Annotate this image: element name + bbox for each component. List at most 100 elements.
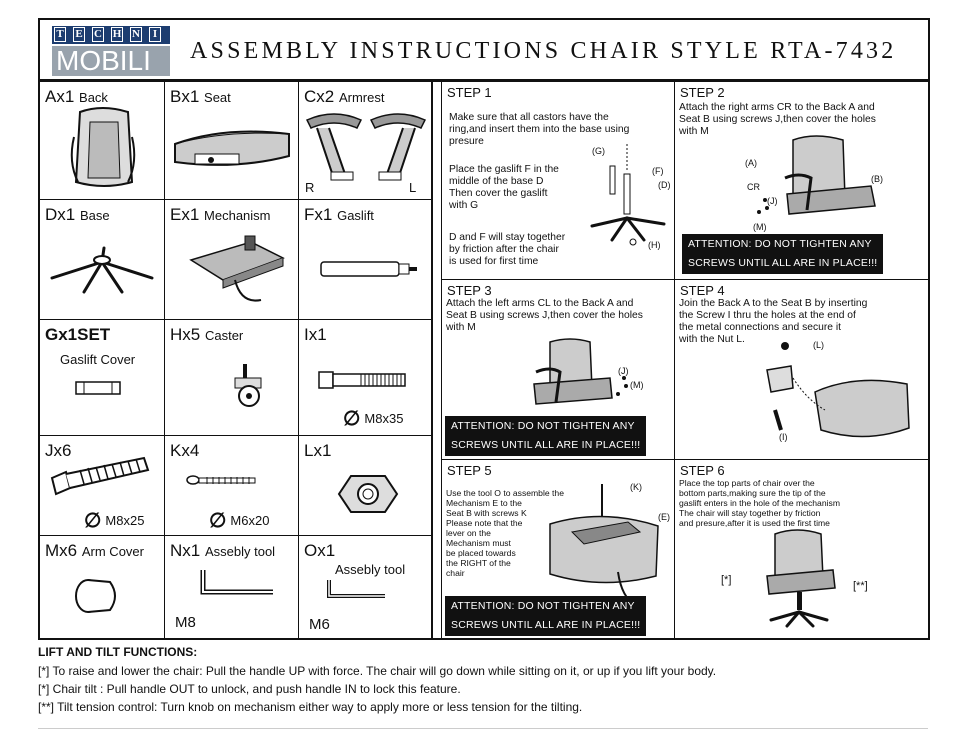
part-name: Gaslift bbox=[337, 208, 374, 223]
arm-cover-illustration bbox=[75, 579, 116, 613]
step-1-text-castors: Make sure that all castors have the ring… bbox=[449, 112, 630, 147]
tool-n-size: M8 bbox=[175, 614, 196, 631]
callout-lift: [*] bbox=[721, 574, 732, 586]
logo-letter: E bbox=[73, 27, 85, 42]
callout-j: (J) bbox=[767, 196, 778, 206]
step-3-warning: ATTENTION: DO NOT TIGHTEN ANY SCREWS UNT… bbox=[445, 416, 647, 456]
step-3-text: Attach the left arms CL to the Back A an… bbox=[446, 298, 643, 333]
step-1-text-gaslift: Place the gaslift F in the middle of the… bbox=[449, 164, 559, 211]
part-name: Assebly tool bbox=[204, 544, 276, 559]
caster-illustration bbox=[234, 364, 262, 407]
part-screw-k: Kx4 ∅M6x20 bbox=[165, 436, 299, 536]
armrest-left-label: L bbox=[409, 180, 417, 195]
step-6-text: Place the top parts of chair over the bo… bbox=[679, 478, 840, 528]
page-title: ASSEMBLY INSTRUCTIONS CHAIR STYLE RTA-74… bbox=[190, 38, 897, 64]
step-title: STEP 4 bbox=[680, 283, 725, 298]
part-name: Caster bbox=[204, 328, 244, 343]
armrest-illustration bbox=[305, 113, 427, 181]
screw-j-illustration bbox=[50, 456, 150, 496]
part-tool-n: Nx1 Assebly tool M8 bbox=[165, 536, 299, 638]
part-nut: Lx1 bbox=[299, 436, 433, 536]
part-mechanism: Ex1 Mechanism bbox=[165, 200, 299, 320]
diameter-icon: ∅ bbox=[209, 510, 227, 532]
screw-k-size: ∅M6x20 bbox=[209, 508, 269, 533]
callout-f: (F) bbox=[652, 166, 664, 176]
step-1-text-friction: D and F will stay together by friction a… bbox=[449, 232, 566, 267]
part-name: Armrest bbox=[338, 90, 385, 105]
notes-heading: LIFT AND TILT FUNCTIONS: bbox=[38, 645, 198, 659]
logo-letter: T bbox=[54, 27, 66, 42]
callout-b: (B) bbox=[871, 174, 883, 184]
instruction-sheet: T E C H N I MOBILI ASSEMBLY INSTRUCTIONS… bbox=[38, 18, 930, 640]
step-2-warning: ATTENTION: DO NOT TIGHTEN ANY SCREWS UNT… bbox=[682, 234, 884, 274]
part-name: Gaslift Cover bbox=[60, 352, 136, 367]
callout-cr: CR bbox=[747, 182, 760, 192]
part-back: Ax1 Back bbox=[40, 82, 165, 200]
part-code: Gx1SET bbox=[45, 325, 111, 344]
gaslift-illustration bbox=[320, 261, 417, 277]
callout-d: (D) bbox=[658, 180, 671, 190]
step-title: STEP 5 bbox=[447, 463, 492, 478]
nut-illustration bbox=[337, 475, 399, 513]
step-1-diagram bbox=[590, 144, 666, 246]
logo-letter: I bbox=[149, 27, 161, 42]
step-2-diagram bbox=[757, 135, 876, 215]
callout-tension: [**] bbox=[853, 580, 868, 592]
part-code: Kx4 bbox=[170, 441, 200, 460]
callout-k: (K) bbox=[630, 482, 642, 492]
note-line: [*] To raise and lower the chair: Pull t… bbox=[38, 664, 717, 678]
tool-n-illustration bbox=[200, 570, 273, 595]
screw-k-illustration bbox=[186, 475, 256, 485]
logo-top-band: T E C H N I bbox=[52, 26, 170, 44]
part-name: Arm Cover bbox=[81, 544, 144, 559]
callout-l: (L) bbox=[813, 340, 824, 350]
part-name: Back bbox=[79, 90, 108, 105]
callout-e: (E) bbox=[658, 512, 670, 522]
part-code: Nx1 bbox=[170, 541, 201, 560]
diameter-icon: ∅ bbox=[343, 408, 361, 430]
part-code: Ix1 bbox=[304, 325, 327, 344]
step-6: STEP 6 Place the top parts of chair over… bbox=[675, 460, 928, 638]
diameter-icon: ∅ bbox=[84, 510, 102, 532]
seat-illustration bbox=[174, 130, 290, 166]
callout-j: (J) bbox=[618, 366, 629, 376]
part-screw-j: Jx6 ∅M8x25 bbox=[40, 436, 165, 536]
part-code: Ox1 bbox=[304, 541, 336, 560]
step-title: STEP 1 bbox=[447, 85, 492, 100]
part-name: Mechanism bbox=[204, 208, 271, 223]
logo-letter: C bbox=[92, 27, 104, 42]
part-code: Mx6 bbox=[45, 541, 78, 560]
gaslift-cover-illustration bbox=[75, 381, 121, 395]
screw-j-size: ∅M8x25 bbox=[84, 508, 144, 533]
mechanism-illustration bbox=[189, 235, 285, 302]
part-code: Ex1 bbox=[170, 205, 200, 224]
callout-h: (H) bbox=[648, 240, 661, 250]
armrest-right-label: R bbox=[305, 180, 315, 195]
step-6-diagram bbox=[766, 529, 836, 628]
step-title: STEP 6 bbox=[680, 463, 725, 478]
step-2: STEP 2 Attach the right arms CR to the B… bbox=[675, 82, 928, 280]
part-name: Seat bbox=[204, 90, 231, 105]
callout-a: (A) bbox=[745, 158, 757, 168]
base-illustration bbox=[50, 246, 154, 294]
size-label: M6x20 bbox=[230, 513, 270, 528]
part-arm-cover: Mx6 Arm Cover bbox=[40, 536, 165, 638]
part-seat: Bx1 Seat bbox=[165, 82, 299, 200]
screw-i-illustration bbox=[318, 371, 406, 389]
bottom-divider bbox=[38, 728, 928, 729]
step-5-text: Use the tool O to assemble the Mechanism… bbox=[446, 488, 564, 578]
callout-g: (G) bbox=[592, 146, 605, 156]
brand-logo: T E C H N I MOBILI bbox=[52, 26, 170, 76]
step-1: STEP 1 Make sure that all castors have t… bbox=[441, 82, 675, 280]
part-caster: Hx5 Caster bbox=[165, 320, 299, 436]
part-code: Jx6 bbox=[45, 441, 72, 460]
tool-o-size: M6 bbox=[309, 616, 330, 633]
part-code: Lx1 bbox=[304, 441, 332, 460]
part-code: Ax1 bbox=[45, 87, 75, 106]
part-armrest: Cx2 Armrest R L bbox=[299, 82, 433, 200]
part-code: Cx2 bbox=[304, 87, 335, 106]
note-line: [*] Chair tilt : Pull handle OUT to unlo… bbox=[38, 682, 461, 696]
step-4: STEP 4 Join the Back A to the Seat B by … bbox=[675, 280, 928, 460]
logo-wordmark: MOBILI bbox=[56, 45, 151, 76]
step-title: STEP 2 bbox=[680, 85, 725, 100]
